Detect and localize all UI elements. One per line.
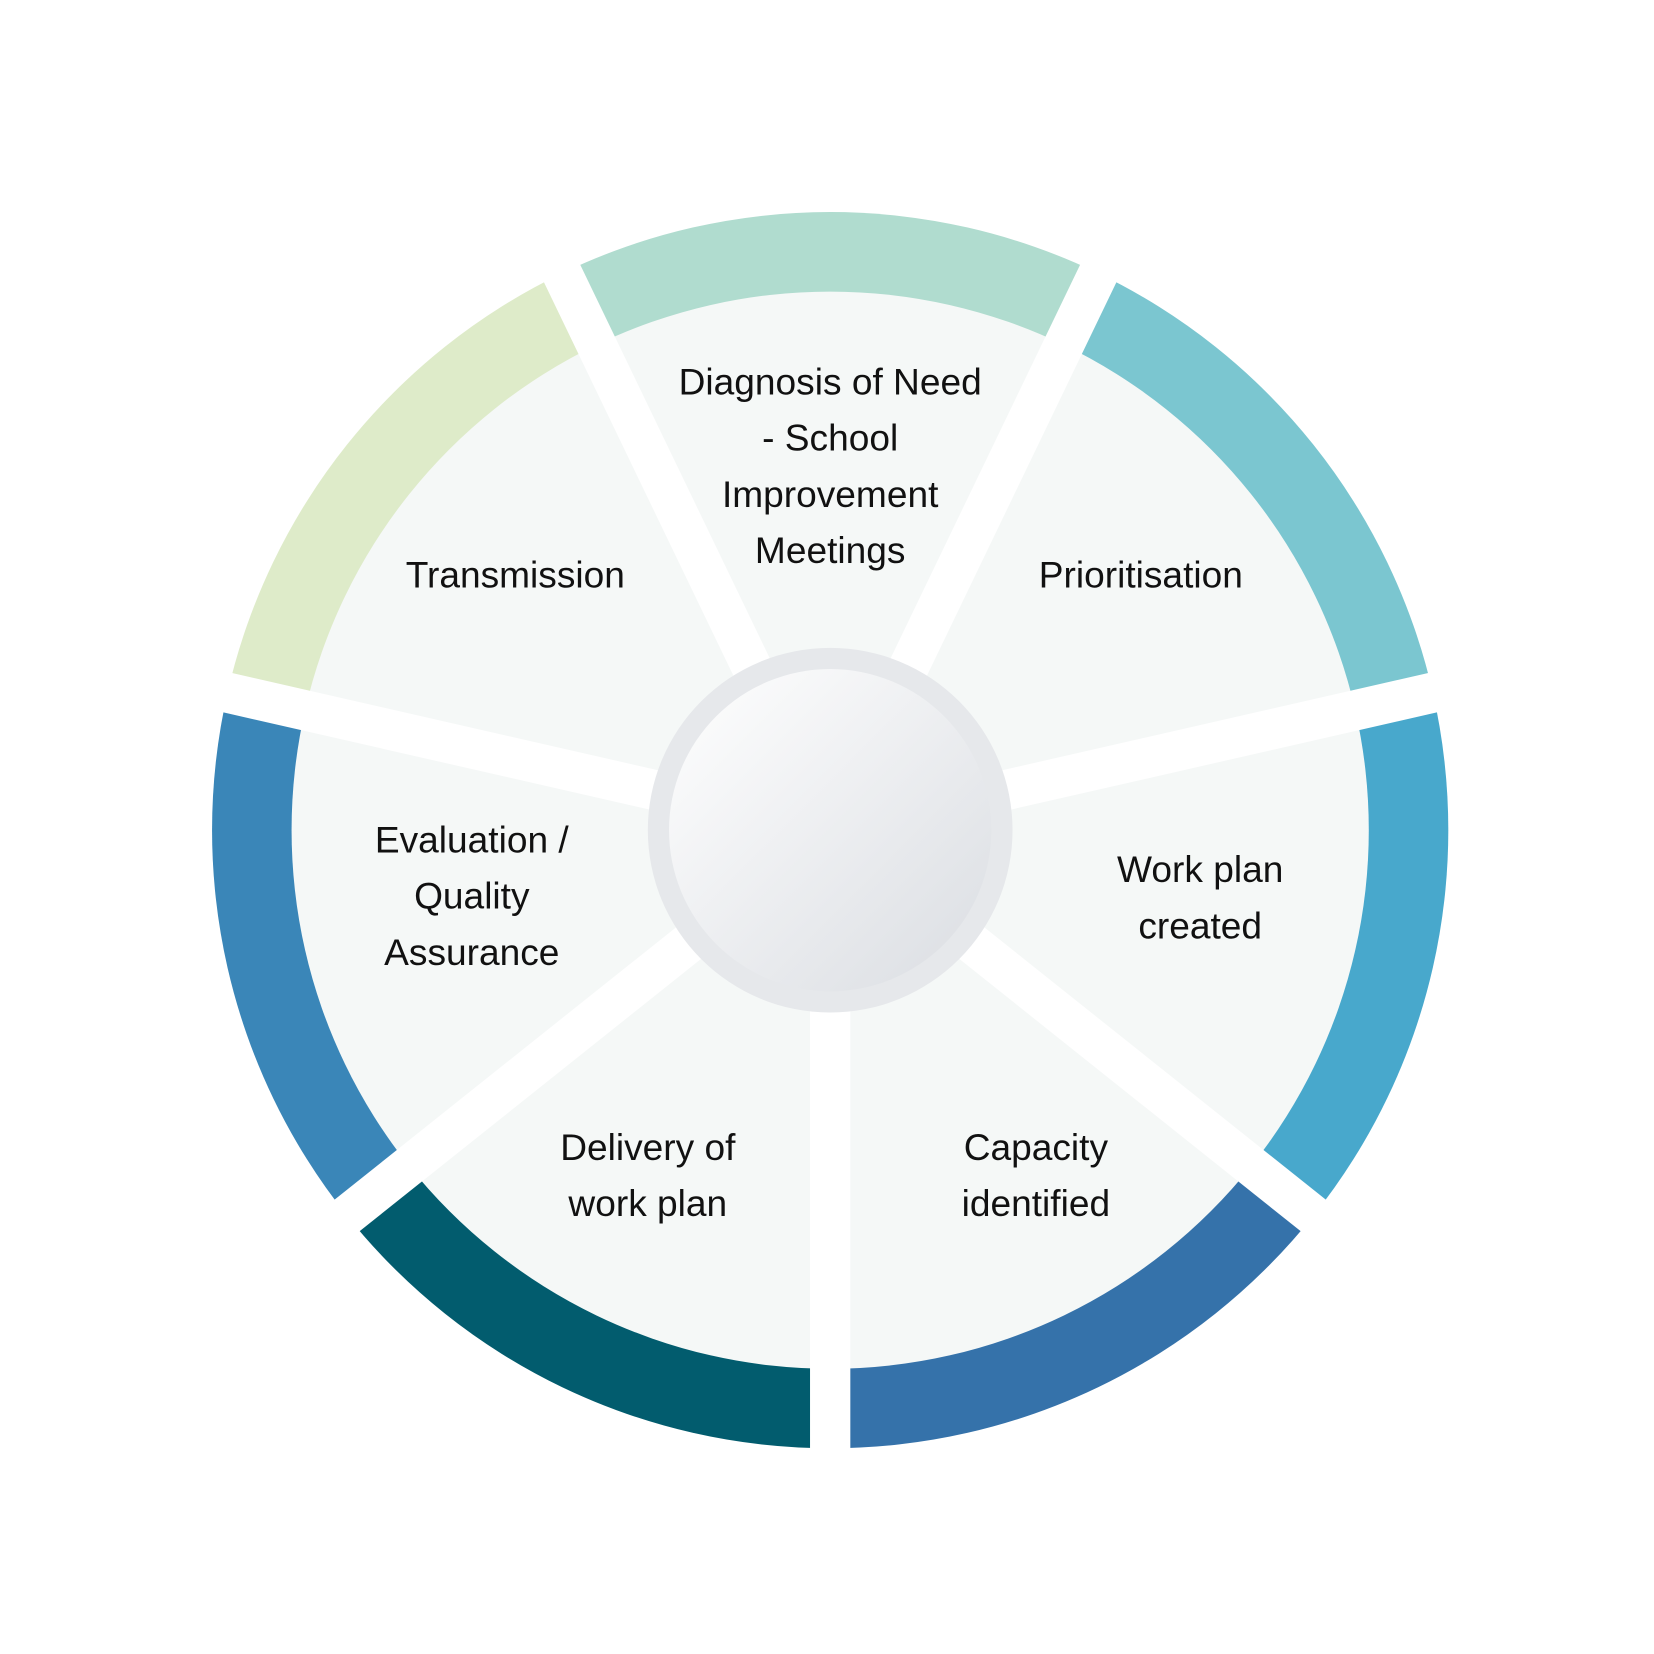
segment-label-line: Quality [414,875,530,917]
segment-diagnosis [561,212,1099,831]
segment-label-line: Delivery of [560,1126,736,1168]
segment-label-line: work plan [567,1182,727,1224]
segment-label-line: created [1138,904,1262,946]
segment-label-line: Diagnosis of Need [679,360,982,402]
segment-body [596,291,1064,831]
segment-label-line: Work plan [1117,848,1283,890]
segment-label-work-plan-created: Work plan created [1117,848,1283,946]
segment-label-line: identified [962,1182,1110,1224]
segment-label-line: Capacity [964,1126,1109,1168]
segment-label-line: Transmission [406,553,625,595]
segment-label-line: - School [762,417,898,459]
segment-label-line: Improvement [722,473,939,515]
segment-label-delivery-of-work-plan: Delivery of work plan [560,1126,736,1224]
segment-label-capacity-identified: Capacity identified [962,1126,1110,1224]
segment-label-line: Assurance [384,931,559,973]
hub-circle [669,669,992,992]
segment-label-line: Meetings [755,529,906,571]
segment-label-prioritisation: Prioritisation [1039,553,1243,595]
segment-label-line: Prioritisation [1039,553,1243,595]
segment-label-transmission: Transmission [406,553,625,595]
segment-label-line: Evaluation / [375,818,570,860]
